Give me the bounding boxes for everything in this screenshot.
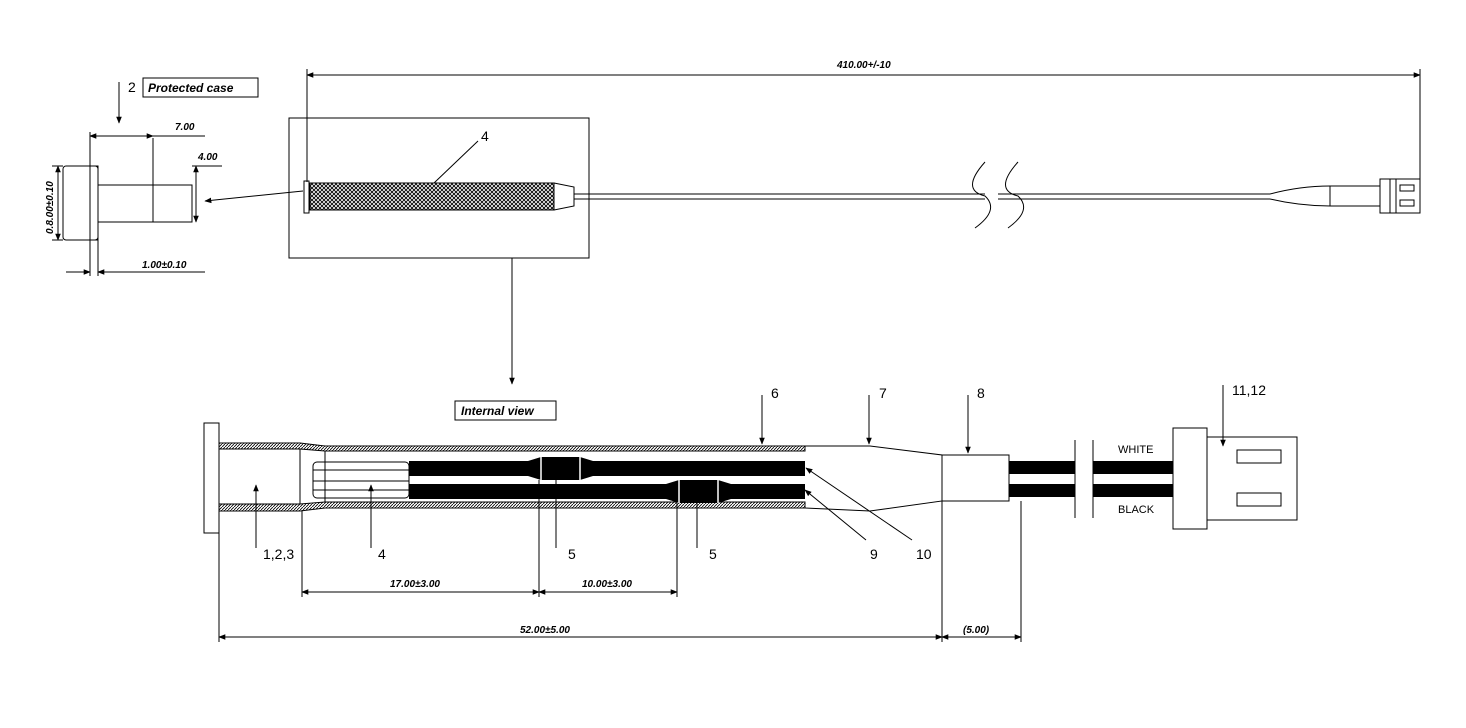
top-view: 410.00+/-10 4 bbox=[204, 60, 1421, 385]
detail-arrow-case bbox=[204, 190, 304, 204]
detail-frame bbox=[288, 117, 590, 259]
wire-label-white: WHITE bbox=[1118, 444, 1153, 456]
protected-case-title: Protected case bbox=[148, 81, 234, 95]
case-flange-rim bbox=[89, 165, 99, 241]
shrink-sleeve bbox=[804, 445, 943, 512]
overall-length-dimension: 410.00+/-10 bbox=[306, 60, 1421, 182]
tube-wall-bottom bbox=[218, 501, 806, 512]
dim-5: (5.00) bbox=[963, 625, 990, 636]
callout-5-upper: 5 bbox=[568, 546, 576, 562]
callout-9: 9 bbox=[870, 546, 878, 562]
tube-wall-top bbox=[218, 442, 806, 452]
probe-flange bbox=[203, 422, 220, 534]
dim-case-flange: 1.00±0.10 bbox=[142, 260, 187, 271]
case-stem bbox=[97, 184, 193, 223]
break-mark-left bbox=[972, 161, 992, 229]
dim-case-length: 7.00 bbox=[175, 122, 195, 133]
sensor-element bbox=[312, 461, 410, 499]
callout-8: 8 bbox=[977, 385, 985, 401]
cable-boot bbox=[941, 454, 1010, 502]
protected-case-title-box bbox=[142, 77, 259, 98]
callout-leader-4 bbox=[433, 140, 479, 184]
wire-label-black: BLACK bbox=[1118, 504, 1155, 516]
cable bbox=[574, 185, 1380, 207]
case-flange bbox=[62, 165, 99, 241]
internal-view: Internal view bbox=[203, 382, 1298, 642]
callout-11-12: 11,12 bbox=[1232, 382, 1266, 398]
sensor-flange bbox=[303, 180, 310, 214]
dim-case-stem: 4.00 bbox=[197, 152, 218, 163]
callout-10: 10 bbox=[916, 546, 932, 562]
dim-52: 52.00±5.00 bbox=[520, 625, 570, 636]
callout-4-top: 4 bbox=[481, 128, 489, 144]
dim-17: 17.00±3.00 bbox=[390, 579, 440, 590]
connector-detail bbox=[1172, 427, 1298, 530]
sleeve-taper bbox=[553, 182, 575, 211]
protected-case-detail: 2 Protected case 7.00 4.00 0.8.00±0.10 1… bbox=[45, 77, 259, 276]
braided-sleeve bbox=[309, 182, 555, 211]
outer-wire-black-a bbox=[1009, 484, 1075, 497]
dim-10: 10.00±3.00 bbox=[582, 579, 632, 590]
connector-top bbox=[1379, 178, 1421, 214]
inner-wire-lower bbox=[409, 484, 805, 499]
outer-wire-black-b bbox=[1093, 484, 1173, 497]
callout-4: 4 bbox=[378, 546, 386, 562]
dim-case-height: 0.8.00±0.10 bbox=[45, 181, 56, 234]
overall-length-label: 410.00+/-10 bbox=[836, 60, 891, 71]
callout-7: 7 bbox=[879, 385, 887, 401]
outer-wire-white-a bbox=[1009, 461, 1075, 474]
callouts: 1,2,3 4 5 5 6 7 8 9 10 11,12 bbox=[253, 382, 1266, 562]
protected-case-number: 2 bbox=[128, 79, 136, 95]
callout-6: 6 bbox=[771, 385, 779, 401]
internal-view-title-box bbox=[454, 400, 557, 421]
inner-wire-upper bbox=[409, 461, 805, 476]
break-mark-right bbox=[1005, 161, 1025, 229]
splice-lower bbox=[666, 480, 731, 503]
outer-wire-white-b bbox=[1093, 461, 1173, 474]
callout-5-lower: 5 bbox=[709, 546, 717, 562]
callout-1-2-3: 1,2,3 bbox=[263, 546, 294, 562]
internal-dimensions: 17.00±3.00 10.00±3.00 52.00±5.00 (5.00) bbox=[218, 480, 1022, 642]
internal-view-title: Internal view bbox=[461, 404, 534, 418]
splice-upper bbox=[528, 457, 593, 480]
